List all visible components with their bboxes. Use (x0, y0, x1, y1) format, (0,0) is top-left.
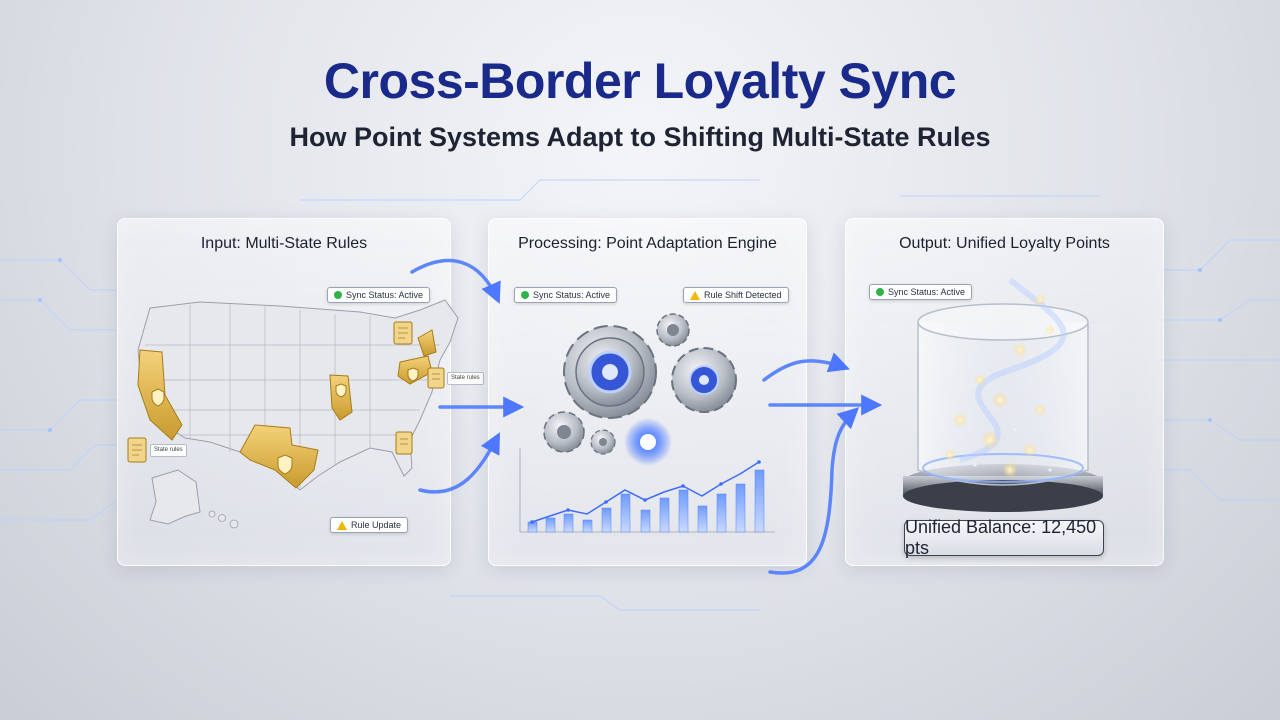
input-panel-title: Input: Multi-State Rules (200, 235, 368, 252)
output-sync-status-badge: Sync Status: Active (869, 284, 973, 300)
processing-sync-status-badge: Sync Status: Active (514, 287, 618, 303)
warning-icon (337, 520, 347, 530)
input-sync-status-text: Sync Status: Active (346, 290, 424, 300)
page-subtitle: How Point Systems Adapt to Shifting Mult… (289, 122, 991, 152)
input-sync-status-badge: Sync Status: Active (327, 287, 431, 303)
warning-icon (690, 290, 700, 300)
rule-update-text: Rule Update (351, 520, 402, 530)
doc-label-west: State rules (150, 444, 187, 457)
checkmark-dot-icon (334, 291, 342, 299)
checkmark-dot-icon (521, 291, 529, 299)
unified-balance-display: Unified Balance: 12,450 pts (904, 517, 1104, 558)
checkmark-dot-icon (876, 288, 884, 296)
output-panel-title: Output: Unified Loyalty Points (899, 235, 1110, 252)
output-sync-status-text: Sync Status: Active (888, 287, 966, 297)
page-title: Cross-Border Loyalty Sync (323, 53, 957, 109)
output-panel: Output: Unified Loyalty Points (845, 218, 1164, 566)
doc-label-east: State rules (447, 372, 484, 385)
rule-update-badge: Rule Update (330, 517, 409, 533)
rule-shift-text: Rule Shift Detected (704, 290, 782, 300)
processing-panel-title: Processing: Point Adaptation Engine (518, 235, 777, 252)
processing-sync-status-text: Sync Status: Active (533, 290, 611, 300)
processing-panel: Processing: Point Adaptation Engine (488, 218, 807, 566)
input-panel: Input: Multi-State Rules (117, 218, 451, 566)
rule-shift-badge: Rule Shift Detected (683, 287, 789, 303)
